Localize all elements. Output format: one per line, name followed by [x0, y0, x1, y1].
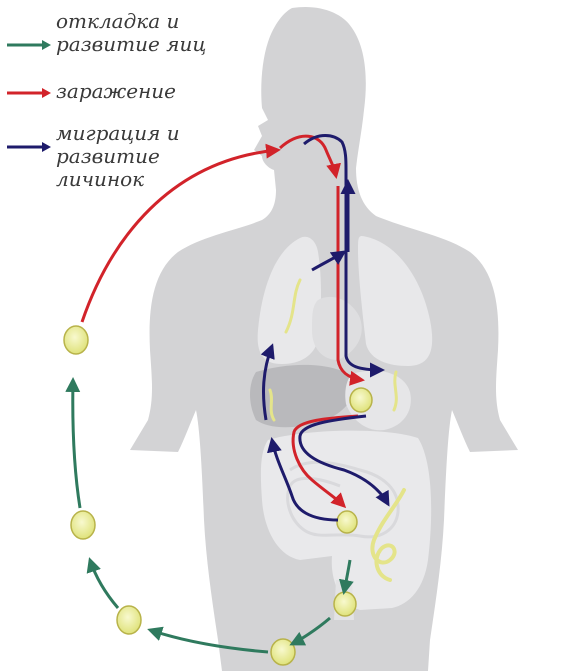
larva-liver — [268, 388, 276, 422]
green-arrow — [338, 559, 354, 595]
blue-arrow — [267, 437, 339, 522]
right-lung — [358, 236, 433, 366]
red-arrow — [336, 186, 365, 386]
red-arrow — [278, 134, 341, 179]
legend: откладка и развитие яиц заражение миграц… — [6, 4, 266, 204]
legend-infection-line1: заражение — [56, 79, 177, 103]
blue-arrow — [260, 343, 275, 421]
blue-arrow — [311, 250, 347, 272]
legend-eggs-line1: откладка и — [56, 9, 180, 33]
red-arrow-icon — [7, 88, 51, 98]
blue-migration-arrows — [260, 134, 390, 522]
egg — [116, 605, 142, 635]
blue-arrow — [303, 134, 385, 378]
egg — [333, 591, 357, 617]
larva-lung — [284, 278, 302, 334]
larvae — [268, 278, 406, 582]
green-egg-arrows — [65, 377, 354, 654]
egg — [63, 325, 89, 355]
egg — [270, 638, 296, 666]
small-intestine — [286, 460, 400, 539]
legend-larvae-line2: развитие — [56, 144, 160, 168]
left-lung — [257, 236, 321, 364]
green-arrow — [65, 377, 82, 509]
larva-stomach — [392, 370, 398, 412]
blue-arrow — [298, 414, 390, 507]
green-arrow-icon — [7, 40, 51, 50]
green-arrow — [289, 616, 331, 646]
legend-larvae-line3: личинок — [56, 167, 145, 191]
adult-worm — [370, 488, 406, 582]
red-arrow — [291, 414, 359, 509]
egg — [349, 387, 373, 413]
green-arrow — [86, 557, 120, 609]
red-infection-arrows — [80, 134, 365, 509]
green-arrow — [147, 626, 269, 654]
egg — [336, 510, 358, 534]
blue-arrow-icon — [7, 142, 51, 152]
liver — [250, 364, 354, 428]
egg — [70, 510, 96, 540]
eggs — [63, 325, 373, 666]
legend-larvae-line1: миграция и — [56, 121, 180, 145]
legend-eggs-line2: развитие яиц — [56, 32, 207, 56]
red-arrow — [80, 143, 281, 323]
